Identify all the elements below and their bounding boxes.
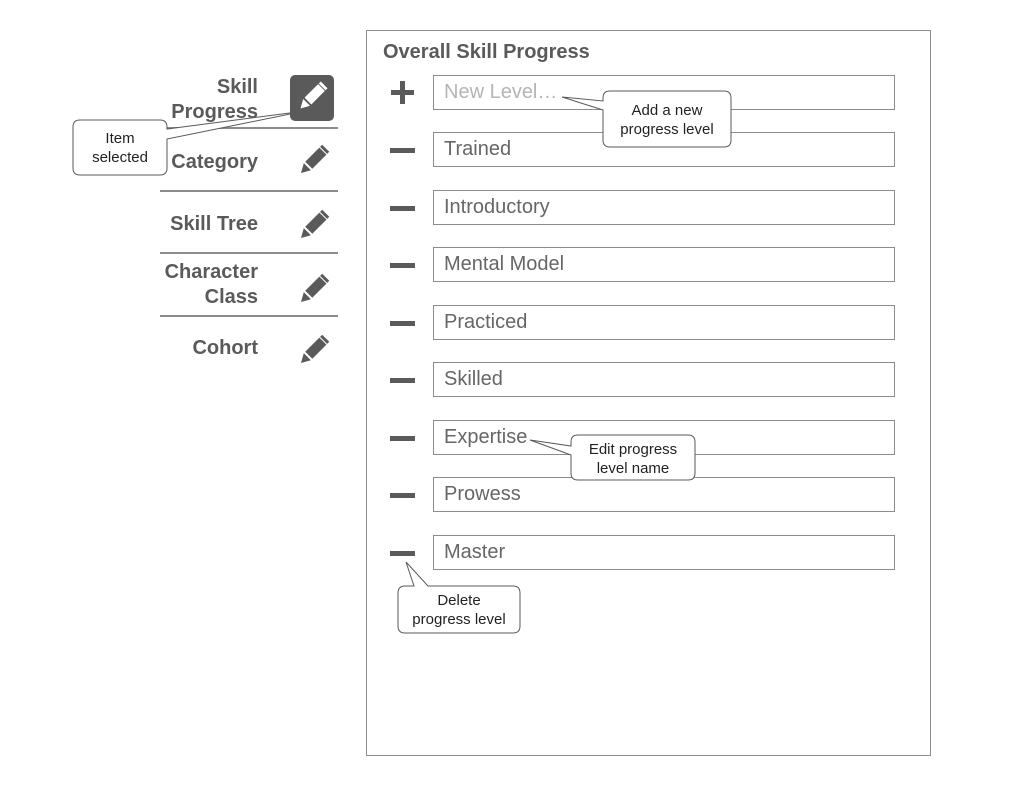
- sidebar-item-label: Cohort: [192, 337, 258, 359]
- level-row: [385, 420, 897, 456]
- sidebar-divider: [160, 190, 338, 192]
- level-name-input[interactable]: [433, 247, 895, 282]
- sidebar-item-label: Category: [171, 151, 258, 173]
- minus-icon[interactable]: [389, 309, 417, 337]
- sidebar-item-label: Skill Tree: [170, 213, 258, 235]
- minus-icon[interactable]: [389, 366, 417, 394]
- sidebar-item-skill-progress[interactable]: Skill Progress: [160, 70, 338, 128]
- minus-icon[interactable]: [389, 539, 417, 567]
- new-level-row: [385, 75, 897, 111]
- new-level-input[interactable]: [433, 75, 895, 110]
- level-row: [385, 305, 897, 341]
- level-name-input[interactable]: [433, 132, 895, 167]
- pencil-icon[interactable]: [291, 204, 335, 248]
- level-name-input[interactable]: [433, 190, 895, 225]
- sidebar-item-category[interactable]: Category: [160, 130, 338, 190]
- level-row: [385, 132, 897, 168]
- minus-icon[interactable]: [389, 194, 417, 222]
- sidebar-item-skill-tree[interactable]: Skill Tree: [160, 192, 338, 252]
- minus-icon[interactable]: [389, 251, 417, 279]
- sidebar-item-label: Skill Progress: [171, 76, 258, 123]
- skill-progress-panel: Overall Skill Progress: [366, 30, 931, 756]
- level-row: [385, 247, 897, 283]
- pencil-icon[interactable]: [290, 75, 334, 121]
- sidebar-divider: [160, 252, 338, 254]
- pencil-icon[interactable]: [291, 268, 335, 312]
- level-row: [385, 535, 897, 571]
- level-name-input[interactable]: [433, 420, 895, 455]
- level-row: [385, 362, 897, 398]
- level-name-input[interactable]: [433, 305, 895, 340]
- level-row: [385, 190, 897, 226]
- minus-icon[interactable]: [389, 136, 417, 164]
- level-name-input[interactable]: [433, 477, 895, 512]
- plus-icon[interactable]: [389, 79, 417, 107]
- level-row: [385, 477, 897, 513]
- panel-title: Overall Skill Progress: [383, 41, 590, 63]
- minus-icon[interactable]: [389, 481, 417, 509]
- callout-item-selected: Item selected: [92, 130, 148, 166]
- sidebar-divider: [160, 127, 338, 129]
- pencil-icon[interactable]: [291, 139, 335, 183]
- sidebar-divider: [160, 315, 338, 317]
- minus-icon[interactable]: [389, 424, 417, 452]
- pencil-icon[interactable]: [291, 329, 335, 373]
- sidebar-item-character-class[interactable]: Character Class: [160, 254, 338, 314]
- level-name-input[interactable]: [433, 362, 895, 397]
- sidebar-item-cohort[interactable]: Cohort: [160, 317, 338, 377]
- level-name-input[interactable]: [433, 535, 895, 570]
- sidebar-item-label: Character Class: [164, 261, 258, 308]
